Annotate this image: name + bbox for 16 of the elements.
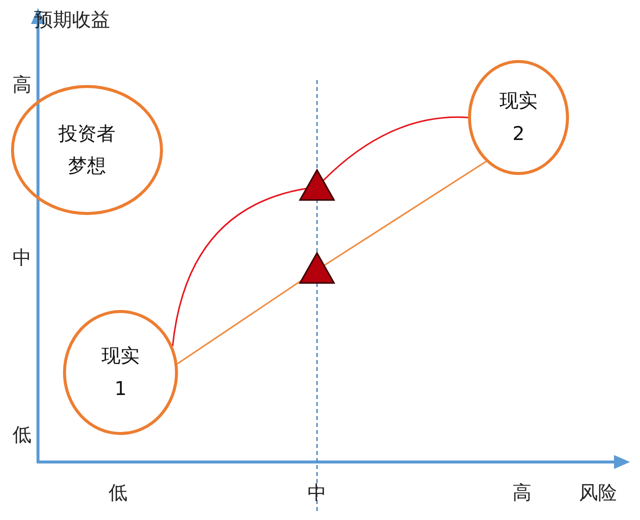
circle-text: 投资者梦想 [57,122,116,179]
connector-line [172,116,468,346]
connector-line [177,160,486,364]
circle-text: 2 [511,122,526,146]
axis-title: 风险 [579,481,617,506]
circle [63,310,178,435]
circle [468,60,569,175]
axis-tick-label: 高 [512,481,532,506]
axis-tick-label: 低 [108,481,128,506]
axis-tick-label: 高 [12,73,32,98]
axis-tick-label: 中 [12,246,32,271]
axis-tick-label: 低 [12,423,32,448]
circle-text: 现实 [498,89,538,114]
axis-tick-label: 中 [308,481,326,506]
circle-text: 1 [113,376,128,402]
circle-text: 现实 [100,344,140,370]
